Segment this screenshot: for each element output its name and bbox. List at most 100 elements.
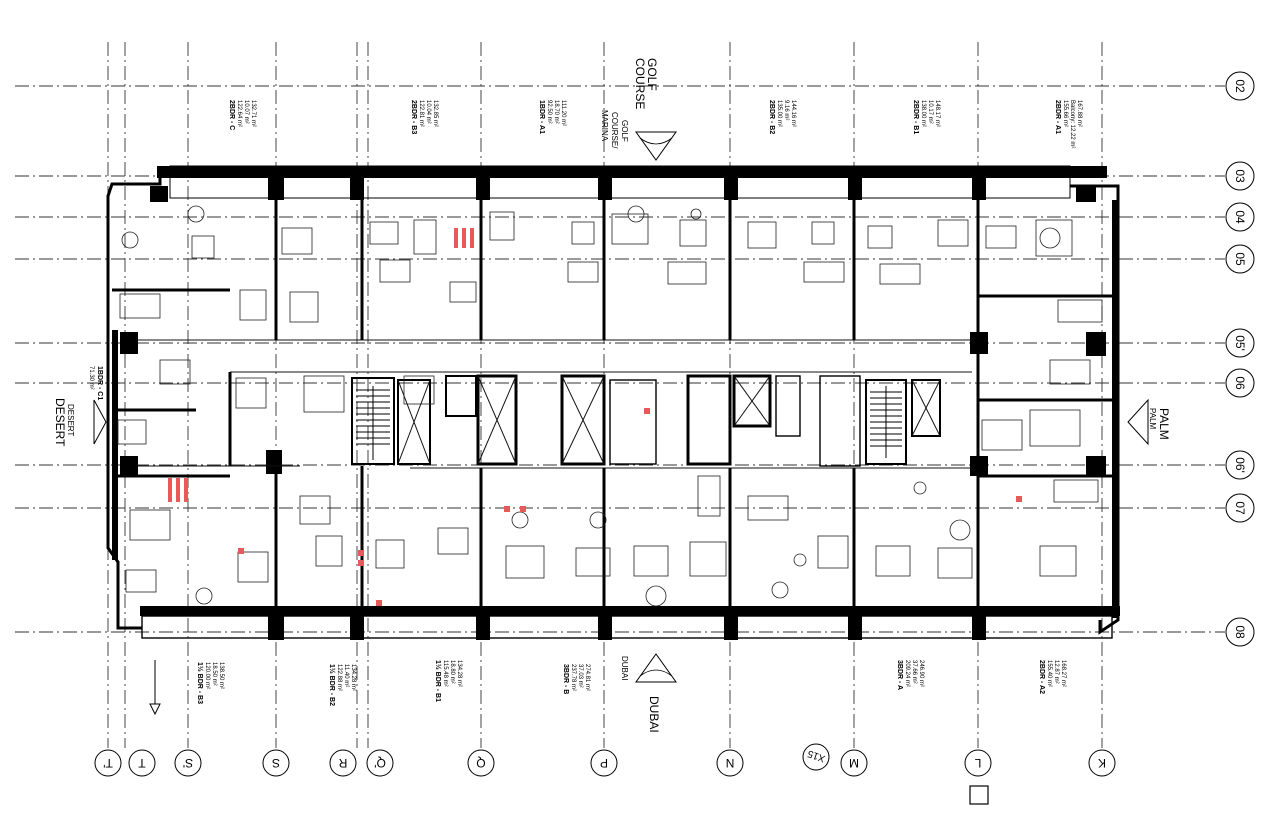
square-symbol	[969, 785, 989, 805]
fire-equipment-markers	[168, 228, 1022, 606]
col-bubble-L: L	[964, 749, 992, 777]
unit-label-3bdr-b: 3BDR - B 237.78 m² 37.03 m² 274.81 m²	[562, 664, 590, 694]
svg-text:04: 04	[1233, 210, 1247, 224]
unit-label-1half-bdr-b2: 1½ BDR - B2 122.88 m² 11.40 m² 134.28 m²	[328, 664, 356, 706]
svg-text:71.30 m²: 71.30 m²	[88, 366, 94, 390]
svg-text:02: 02	[1233, 79, 1247, 93]
svg-text:S': S'	[183, 756, 193, 770]
row-bubble-03: 03	[1225, 161, 1255, 191]
unit-label-1half-bdr-b3: 1½ BDR - B3 120.00 m² 18.50 m² 138.50 m²	[196, 662, 224, 704]
unit-label-2bdr-b1: 2BDR - B1 138.00 m² 10.17 m² 148.17 m²	[912, 100, 940, 134]
svg-text:122.64 m²: 122.64 m²	[236, 100, 242, 127]
svg-text:135.00 m²: 135.00 m²	[776, 100, 782, 127]
svg-text:11.40 m²: 11.40 m²	[343, 664, 349, 687]
col-bubble-Q: Q	[467, 749, 495, 777]
row-bubble-02: 02	[1225, 71, 1255, 101]
row-bubble-05p: 05'	[1225, 328, 1255, 358]
svg-text:3BDR - B: 3BDR - B	[562, 664, 569, 694]
col-bubble-T-prime: T'	[94, 749, 122, 777]
svg-text:37.66 m²: 37.66 m²	[911, 660, 917, 684]
svg-text:10.07 m²: 10.07 m²	[243, 100, 249, 124]
svg-text:155.40 m²: 155.40 m²	[1046, 660, 1052, 687]
row-bubble-06p: 06'	[1225, 450, 1255, 480]
svg-text:Q': Q'	[374, 756, 386, 770]
svg-text:3BDR - A: 3BDR - A	[896, 660, 903, 690]
row-bubble-04: 04	[1225, 202, 1255, 232]
svg-text:GOLF: GOLF	[620, 120, 629, 142]
view-arrow-top: GOLF COURSE GOLF COURSE/ MARINA	[600, 58, 677, 161]
svg-text:1BDR - C1: 1BDR - C1	[96, 366, 103, 400]
col-bubble-X15: X15	[802, 743, 830, 771]
svg-text:2BDR - C: 2BDR - C	[228, 100, 235, 130]
svg-text:132.85 m²: 132.85 m²	[432, 100, 438, 127]
svg-text:DUBAI: DUBAI	[647, 696, 661, 733]
row-bubble-06: 06	[1225, 368, 1255, 398]
unit-label-1half-bdr-b1: 1½ BDR - B1 115.48 m² 18.80 m² 134.28 m²	[434, 660, 462, 702]
col-bubble-R: R	[329, 749, 357, 777]
view-arrow-right: PALM PALM	[1127, 398, 1171, 446]
svg-text:GOLF: GOLF	[645, 58, 659, 91]
svg-text:S: S	[272, 756, 280, 770]
svg-text:111.20 m²: 111.20 m²	[560, 100, 566, 126]
svg-text:18.50 m²: 18.50 m²	[211, 662, 217, 686]
svg-text:07: 07	[1233, 501, 1247, 515]
row-bubble-07: 07	[1225, 493, 1255, 523]
svg-text:1½ BDR - B1: 1½ BDR - B1	[434, 660, 442, 702]
svg-text:12.87 m²: 12.87 m²	[1053, 660, 1059, 684]
svg-text:DUBAI: DUBAI	[620, 656, 629, 680]
building-core	[351, 374, 941, 467]
svg-text:115.48 m²: 115.48 m²	[442, 660, 448, 687]
unit-label-2bdr-b3: 2BDR - B3 122.81 m² 10.04 m² 132.85 m²	[410, 100, 438, 134]
corridor	[138, 339, 972, 469]
svg-text:37.03 m²: 37.03 m²	[577, 664, 583, 688]
svg-text:138.50 m²: 138.50 m²	[218, 662, 224, 689]
unit-label-2bdr-c: 2BDR - C 122.64 m² 10.07 m² 132.71 m²	[228, 100, 256, 130]
svg-text:167.88 m²: 167.88 m²	[1076, 100, 1082, 127]
row-bubble-08: 08	[1225, 617, 1255, 647]
svg-text:05': 05'	[1233, 335, 1247, 351]
svg-text:1½ BDR - B2: 1½ BDR - B2	[328, 664, 336, 706]
svg-text:10.17 m²: 10.17 m²	[927, 100, 933, 124]
col-bubble-Q-prime: Q'	[366, 749, 394, 777]
unit-labels-top: 2BDR - C 122.64 m² 10.07 m² 132.71 m² 2B…	[228, 100, 1082, 148]
svg-text:2BDR - A2: 2BDR - A2	[1038, 660, 1045, 694]
structural-columns	[120, 166, 1106, 640]
svg-text:10.04 m²: 10.04 m²	[425, 100, 431, 124]
col-bubble-K: K	[1088, 749, 1116, 777]
svg-text:M: M	[849, 756, 859, 770]
unit-label-2bdr-b2: 2BDR - B2 135.00 m² 9.16 m² 144.16 m²	[768, 100, 796, 134]
svg-text:06': 06'	[1233, 457, 1247, 473]
building-outline	[106, 165, 1120, 639]
svg-text:120.00 m²: 120.00 m²	[204, 662, 210, 689]
svg-text:2BDR - B1: 2BDR - B1	[912, 100, 919, 134]
svg-text:144.16 m²: 144.16 m²	[790, 100, 796, 127]
svg-text:2BDR - A1: 2BDR - A1	[1054, 100, 1061, 134]
svg-text:COURSE/: COURSE/	[610, 112, 619, 149]
svg-text:L: L	[974, 756, 981, 770]
svg-text:Balcony: 12.22 m²: Balcony: 12.22 m²	[1069, 100, 1075, 148]
svg-text:9.16 m²: 9.16 m²	[783, 100, 789, 120]
unit-label-3bdr-a: 3BDR - A 209.24 m² 37.66 m² 246.90 m²	[896, 660, 924, 690]
svg-text:18.70 m²: 18.70 m²	[553, 100, 559, 124]
svg-text:P: P	[600, 756, 608, 770]
svg-text:T: T	[138, 756, 146, 770]
unit-label-2bdr-a1: 2BDR - A1 155.66 m² Balcony: 12.22 m² 16…	[1054, 100, 1082, 148]
svg-text:T': T'	[103, 756, 113, 770]
col-bubble-N: N	[716, 749, 744, 777]
view-arrow-left: DESERT DESERT	[53, 398, 107, 447]
svg-text:DESERT: DESERT	[66, 404, 75, 436]
unit-label-1bdr-a1: 1BDR - A1 92.50 m² 18.70 m² 111.20 m²	[538, 100, 566, 134]
svg-text:PALM: PALM	[1148, 408, 1157, 430]
svg-text:209.24 m²: 209.24 m²	[904, 660, 910, 687]
svg-text:Q: Q	[476, 756, 485, 770]
svg-text:138.00 m²: 138.00 m²	[920, 100, 926, 127]
svg-text:08: 08	[1233, 625, 1247, 639]
svg-text:18.80 m²: 18.80 m²	[449, 660, 455, 684]
svg-text:122.88 m²: 122.88 m²	[336, 664, 342, 691]
col-bubble-S: S	[262, 749, 290, 777]
svg-text:237.78 m²: 237.78 m²	[570, 664, 576, 691]
row-bubble-05: 05	[1225, 244, 1255, 274]
grid-column-bubbles: T' T S' S R Q' Q P N X15 M L K	[94, 743, 1116, 777]
svg-text:134.28 m²: 134.28 m²	[350, 664, 356, 691]
